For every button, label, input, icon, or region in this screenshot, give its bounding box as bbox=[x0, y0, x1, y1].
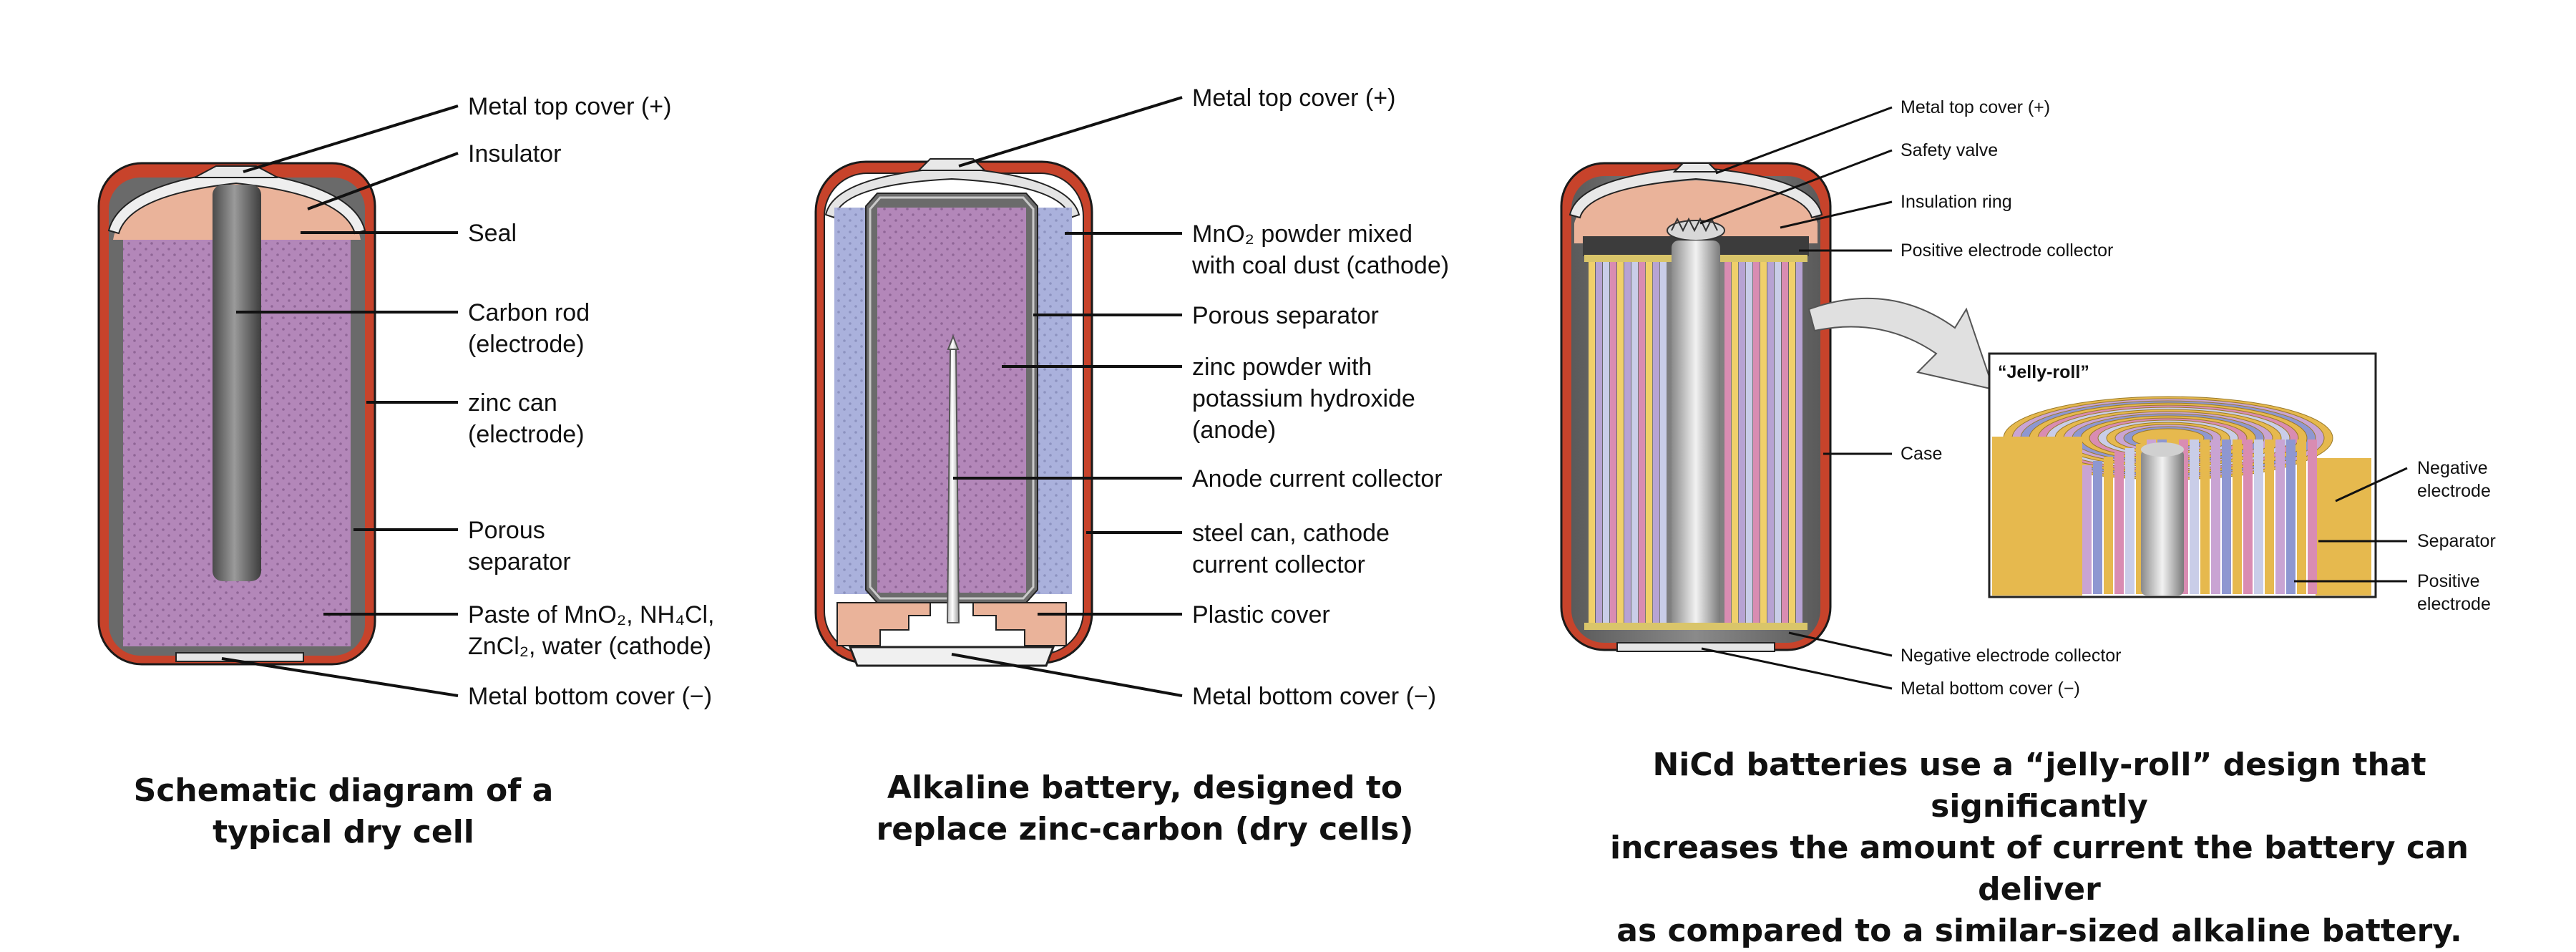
jelly-front-stripe bbox=[2211, 439, 2220, 594]
dry-cell-label-top-cover: Metal top cover (+) bbox=[468, 93, 671, 120]
jelly-front-stripe bbox=[2286, 439, 2296, 594]
alkaline-label-top-cover: Metal top cover (+) bbox=[1192, 84, 1395, 112]
electrode-stripe bbox=[1789, 262, 1795, 623]
jelly-front-stripe bbox=[2222, 439, 2231, 594]
dry-cell-label-seal: Seal bbox=[468, 220, 517, 247]
nicd-jelly-roll bbox=[1992, 396, 2371, 596]
alkaline-label-bottom-cover: Metal bottom cover (−) bbox=[1192, 683, 1436, 710]
electrode-stripe bbox=[1732, 262, 1738, 623]
nicd-leader-lines bbox=[1699, 106, 2408, 690]
nicd-label-bottom-cover: Metal bottom cover (−) bbox=[1901, 679, 2080, 699]
electrode-stripe bbox=[1617, 262, 1624, 623]
nicd-safety-valve bbox=[1667, 217, 1725, 241]
nicd-label-insulation-ring: Insulation ring bbox=[1901, 192, 2012, 212]
nicd-negative-collector bbox=[1584, 623, 1807, 630]
electrode-stripe bbox=[1767, 262, 1774, 623]
electrode-stripe bbox=[1631, 262, 1638, 623]
jelly-front-stripe bbox=[2082, 465, 2092, 594]
nicd-bottom-cover bbox=[1616, 642, 1775, 652]
nicd-electrode-stripes bbox=[1589, 262, 1802, 623]
alkaline-top-cover bbox=[824, 166, 1080, 219]
electrode-stripe bbox=[1796, 262, 1802, 623]
jelly-front-stripe bbox=[2308, 439, 2317, 594]
nicd-jelly-roll-arrow bbox=[1807, 297, 1995, 391]
nicd-label-safety-valve: Safety valve bbox=[1901, 140, 1998, 160]
jelly-front-stripe bbox=[2275, 439, 2285, 594]
electrode-stripe bbox=[1624, 262, 1631, 623]
electrode-stripe bbox=[1596, 262, 1602, 623]
alkaline-bottom-cover bbox=[848, 646, 1055, 667]
electrode-stripe bbox=[1639, 262, 1645, 623]
nicd-top-nub bbox=[1672, 162, 1719, 173]
electrode-stripe bbox=[1753, 262, 1760, 623]
electrode-stripe bbox=[1775, 262, 1781, 623]
nicd-caption: NiCd batteries use a “jelly-roll” design… bbox=[1610, 747, 2469, 950]
alkaline-separator-highlight bbox=[869, 196, 1035, 600]
dry-cell-leader-lines bbox=[221, 105, 459, 697]
dry-cell-label-paste: Paste of MnO₂, NH₄Cl,ZnCl₂, water (catho… bbox=[468, 601, 715, 660]
jelly-front-stripe bbox=[2243, 439, 2253, 594]
alkaline-leader-lines bbox=[951, 96, 1183, 697]
nicd-top-cover bbox=[1568, 166, 1823, 219]
dry-cell-label-zinc-can: zinc can(electrode) bbox=[468, 389, 585, 448]
jelly-front-stripe bbox=[2104, 457, 2113, 594]
jelly-front-stripe bbox=[2233, 439, 2242, 594]
nicd-diagram: “Jelly-roll” Metal top cover (+) Safety … bbox=[1560, 97, 2496, 699]
dry-cell-carbon-rod bbox=[213, 185, 261, 581]
nicd-insulation-ring bbox=[1574, 180, 1818, 243]
dry-cell-label-insulator: Insulator bbox=[468, 140, 561, 167]
dry-cell-label-bottom-cover: Metal bottom cover (−) bbox=[468, 683, 712, 710]
electrode-stripe bbox=[1603, 262, 1609, 623]
electrode-stripe bbox=[1610, 262, 1616, 623]
dry-cell-diagram: Metal top cover (+) Insulator Seal Carbo… bbox=[97, 93, 715, 710]
jelly-front-stripe bbox=[2114, 452, 2124, 594]
alkaline-caption: Alkaline battery, designed to replace zi… bbox=[876, 769, 1414, 848]
dry-cell-caption: Schematic diagram of a typical dry cell bbox=[133, 772, 554, 851]
nicd-label-case: Case bbox=[1901, 444, 1942, 464]
jelly-front-stripe bbox=[2254, 439, 2263, 594]
alkaline-plastic-cover bbox=[836, 602, 1067, 646]
nicd-center-core bbox=[1672, 241, 1720, 627]
nicd-inset-title: “Jelly-roll” bbox=[1998, 362, 2089, 382]
electrode-stripe bbox=[1746, 262, 1752, 623]
electrode-stripe bbox=[1724, 262, 1731, 623]
electrode-stripe bbox=[1589, 262, 1595, 623]
jelly-front-stripe bbox=[2125, 448, 2135, 594]
electrode-stripe bbox=[1739, 262, 1745, 623]
nicd-label-positive-collector: Positive electrode collector bbox=[1901, 241, 2113, 261]
alkaline-label-plastic-cover: Plastic cover bbox=[1192, 601, 1330, 628]
nicd-label-negative-collector: Negative electrode collector bbox=[1901, 646, 2122, 666]
jelly-front-stripe bbox=[2200, 439, 2210, 594]
electrode-stripe bbox=[1653, 262, 1659, 623]
alkaline-label-anode-collector: Anode current collector bbox=[1192, 465, 1443, 492]
jelly-front-stripe bbox=[2297, 439, 2306, 594]
electrode-stripe bbox=[1760, 262, 1767, 623]
nicd-inset-label-separator: Separator bbox=[2417, 531, 2496, 551]
dry-cell-label-carbon-rod: Carbon rod(electrode) bbox=[468, 299, 590, 358]
nicd-label-top-cover: Metal top cover (+) bbox=[1901, 97, 2050, 117]
jelly-front-stripe bbox=[2265, 439, 2274, 594]
jelly-front-stripe bbox=[2093, 461, 2102, 594]
electrode-stripe bbox=[1782, 262, 1788, 623]
electrode-stripe bbox=[1646, 262, 1652, 623]
jelly-front-stripe bbox=[2190, 439, 2199, 594]
electrode-stripe bbox=[1660, 262, 1667, 623]
alkaline-label-porous-separator: Porous separator bbox=[1192, 302, 1379, 329]
